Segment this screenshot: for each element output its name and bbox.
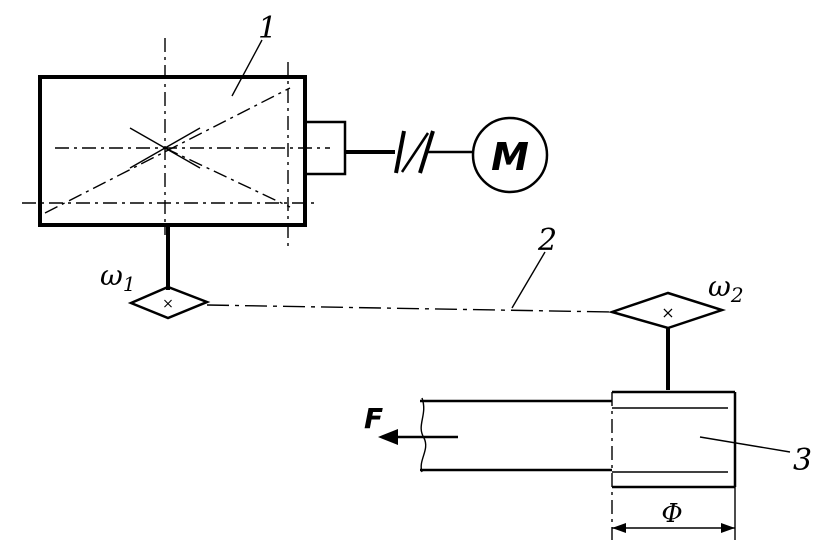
omega1-label: ω1 bbox=[100, 259, 136, 296]
diameter-label: Φ bbox=[661, 499, 682, 529]
omega2-subscript: 2 bbox=[730, 283, 744, 307]
label-reducer: 1 bbox=[258, 11, 277, 46]
label-chain: 2 bbox=[537, 223, 557, 258]
gearbox bbox=[22, 38, 347, 250]
motor: M bbox=[471, 116, 549, 194]
coupling-diagonal bbox=[400, 132, 430, 173]
leader-chain bbox=[511, 251, 546, 309]
leader-reducer bbox=[231, 39, 263, 97]
motor-circle bbox=[471, 116, 549, 194]
dimension-arrow-right bbox=[721, 523, 735, 533]
sprocket-2-mark: × bbox=[661, 303, 674, 322]
coupling bbox=[345, 130, 473, 174]
sprocket-2-body bbox=[607, 291, 727, 330]
sprocket-1: × bbox=[127, 285, 211, 320]
sprocket-1-mark: × bbox=[162, 296, 174, 312]
leader-drum bbox=[699, 436, 791, 453]
dimension-arrow-left bbox=[612, 523, 626, 533]
chain-line bbox=[206, 304, 613, 313]
coupling-half-left bbox=[394, 130, 406, 174]
force-arrow bbox=[378, 429, 458, 445]
force-label: F bbox=[364, 402, 383, 435]
gearbox-cross-2 bbox=[129, 127, 201, 169]
label-drum: 3 bbox=[793, 443, 812, 478]
belt-break-line bbox=[420, 397, 427, 473]
omega2-label: ω2 bbox=[708, 270, 744, 307]
gearbox-input-boss bbox=[303, 120, 347, 176]
diameter-dimension: Φ bbox=[612, 499, 735, 533]
motor-label: M bbox=[491, 135, 529, 179]
drum bbox=[611, 390, 737, 540]
sprocket-1-body bbox=[127, 285, 211, 320]
omega1-subscript: 1 bbox=[123, 272, 136, 296]
force-arrow-head bbox=[378, 429, 398, 445]
gearbox-diagonal-1 bbox=[44, 87, 291, 214]
coupling-half-right bbox=[418, 130, 435, 174]
gearbox-diagonal-2 bbox=[164, 147, 291, 208]
sprocket-2: × bbox=[607, 291, 727, 330]
